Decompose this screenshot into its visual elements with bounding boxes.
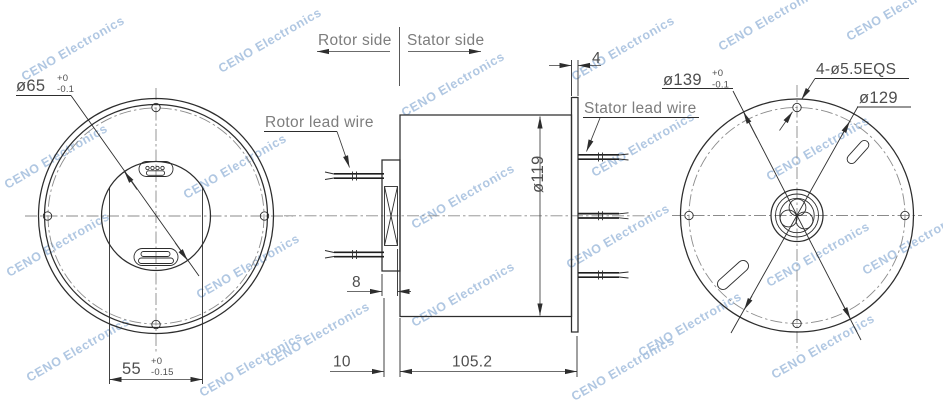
watermark-text: CENO Electronics [589,109,697,179]
watermark-text: CENO Electronics [2,121,110,191]
watermark-text: CENO Electronics [264,299,372,369]
right-view-stator-face: ø139 +0 -0.1 ø129 4-ø5.5EQS [662,61,922,352]
mount-hole-right [259,211,270,221]
dim-bolt-circle: ø129 [859,89,898,107]
wire-bundle-circle [788,198,807,217]
flange-outline [37,97,275,335]
rotor-hub-outline [381,159,401,272]
watermark-text: CENO Electronics [716,0,824,54]
watermark-text: CENO Electronics [409,161,517,231]
watermark-text: CENO Electronics [764,113,872,183]
dim-arrow [743,295,753,310]
rotor-lead-wire-label: Rotor lead wire [265,114,374,131]
dim-flange-dia: ø139 [663,71,702,89]
dim-arrow [841,121,851,136]
watermark-text: CENO Electronics [197,329,305,399]
dim-body-diameter: ø119 [529,155,547,193]
dim-mount-holes: 4-ø5.5EQS [816,61,896,78]
mount-hole-top [792,102,802,113]
watermark-text: CENO Electronics [769,311,877,381]
stator-lead-wires [578,152,629,280]
dim-flat-width-tol-dn: -0.15 [151,367,174,378]
dim-arrow [743,111,758,139]
mount-hole-bottom [792,318,802,329]
watermark-text: CENO Electronics [564,201,672,271]
watermark-text: CENO Electronics [216,5,324,75]
center-hub [770,188,824,243]
stator-wire-middle [578,211,629,221]
stator-lead-leader [586,117,601,152]
dim-total-length: 105.2 [452,354,492,371]
dim-flange-tol-up: +0 [712,68,723,79]
dim-bore-dia: ø65 [16,77,45,95]
dim-flange-thickness: 4 [592,50,601,67]
engraved-label-top [138,161,174,177]
stator-wire-top [578,152,629,162]
dim-bore-tol-up: +0 [57,73,68,84]
stator-wire-bottom [578,270,629,280]
dim-arrow [836,292,851,320]
engraved-label-bottom [133,248,179,266]
stator-lead-wire-label: Stator lead wire [584,100,697,117]
mount-hole-left [42,211,53,221]
watermark-text: CENO Electronics [194,231,302,301]
stator-side-label: Stator side [407,32,484,49]
side-view: Rotor side Stator side [264,27,699,377]
flange-outline [570,96,579,333]
dim-flat-width: 55 [122,360,141,378]
dim-flange-tol-dn: -0.1 [712,80,729,91]
watermark-text: CENO Electronics [19,13,127,83]
flange-step-outline [43,103,269,329]
dim-flat-width-tol-up: +0 [151,356,162,367]
engraved-label-upper [846,139,870,165]
dim-hub-length: 8 [352,274,361,291]
dim-arrow [779,111,793,131]
mount-hole-bottom [151,319,161,330]
dia129-leader-line [730,106,859,334]
flange-outline [679,98,915,333]
watermark-text: CENO Electronics [409,259,517,329]
watermark-text: CENO Electronics [24,314,132,384]
rotor-lead-leader [336,131,350,168]
watermark-text: CENO Electronics [569,13,677,83]
engraved-label-lower [717,260,749,290]
dim-bore-tol-dn: -0.1 [57,84,74,95]
bolt-circle-centerline [688,107,906,324]
wire-bundle-circle [779,209,798,228]
rotor-side-label: Rotor side [318,32,392,49]
dim-arrow [801,78,816,100]
wire-bundle-circle [795,211,814,230]
dim-hub-offset: 10 [333,354,351,371]
bearing-symbol [384,186,398,246]
rotor-lead-wires [324,171,384,259]
dim-arrow [174,242,188,261]
dim-arrow [124,171,138,190]
mount-hole-right [900,210,910,221]
watermark-text: CENO Electronics [399,49,507,119]
watermark-text: CENO Electronics [844,0,943,44]
left-view-rotor-face: 55 +0 -0.15 ø65 +0 -0.1 [16,73,293,384]
watermark-text: CENO Electronics [636,289,744,359]
bolt-circle-centerline [47,107,265,325]
mount-hole-top [151,102,161,113]
mount-hole-left [684,210,694,221]
